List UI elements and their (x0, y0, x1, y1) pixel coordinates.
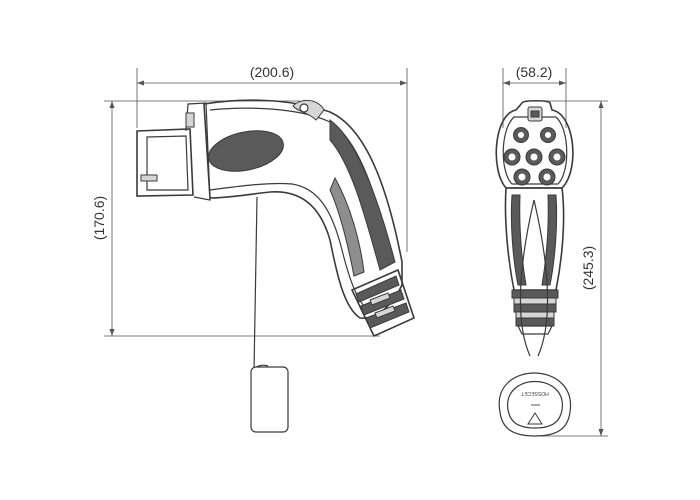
front-cable-gland (511, 289, 559, 335)
front-width-dimension: (58.2) (502, 64, 567, 128)
side-tag-plate (250, 366, 289, 433)
warning-triangle-icon (527, 412, 543, 425)
front-height-label: (245.3) (580, 246, 596, 290)
release-button (292, 100, 325, 121)
side-height-dimension: (170.6) (91, 100, 380, 337)
side-height-label: (170.6) (91, 196, 107, 240)
side-width-label: (200.6) (250, 64, 294, 80)
front-connector-face (495, 99, 574, 189)
side-view: (200.6) (170.6) (91, 64, 415, 433)
side-width-dimension: (200.6) (136, 64, 408, 252)
latch-slot (140, 174, 158, 182)
front-height-dimension: (245.3) (540, 100, 608, 437)
rear-grip (329, 119, 396, 271)
side-handle-body (203, 99, 403, 319)
side-connector-head (136, 102, 211, 201)
front-view: (58.2) (245.3) (495, 64, 608, 437)
tag-plate-text: HOSSECET (521, 390, 549, 396)
side-cable-gland (350, 268, 415, 338)
side-wire-tag (250, 196, 289, 433)
front-wire-loop (519, 199, 549, 357)
front-width-label: (58.2) (516, 64, 553, 80)
grip-window (208, 130, 284, 172)
front-tag-plate: HOSSECET (498, 372, 571, 437)
